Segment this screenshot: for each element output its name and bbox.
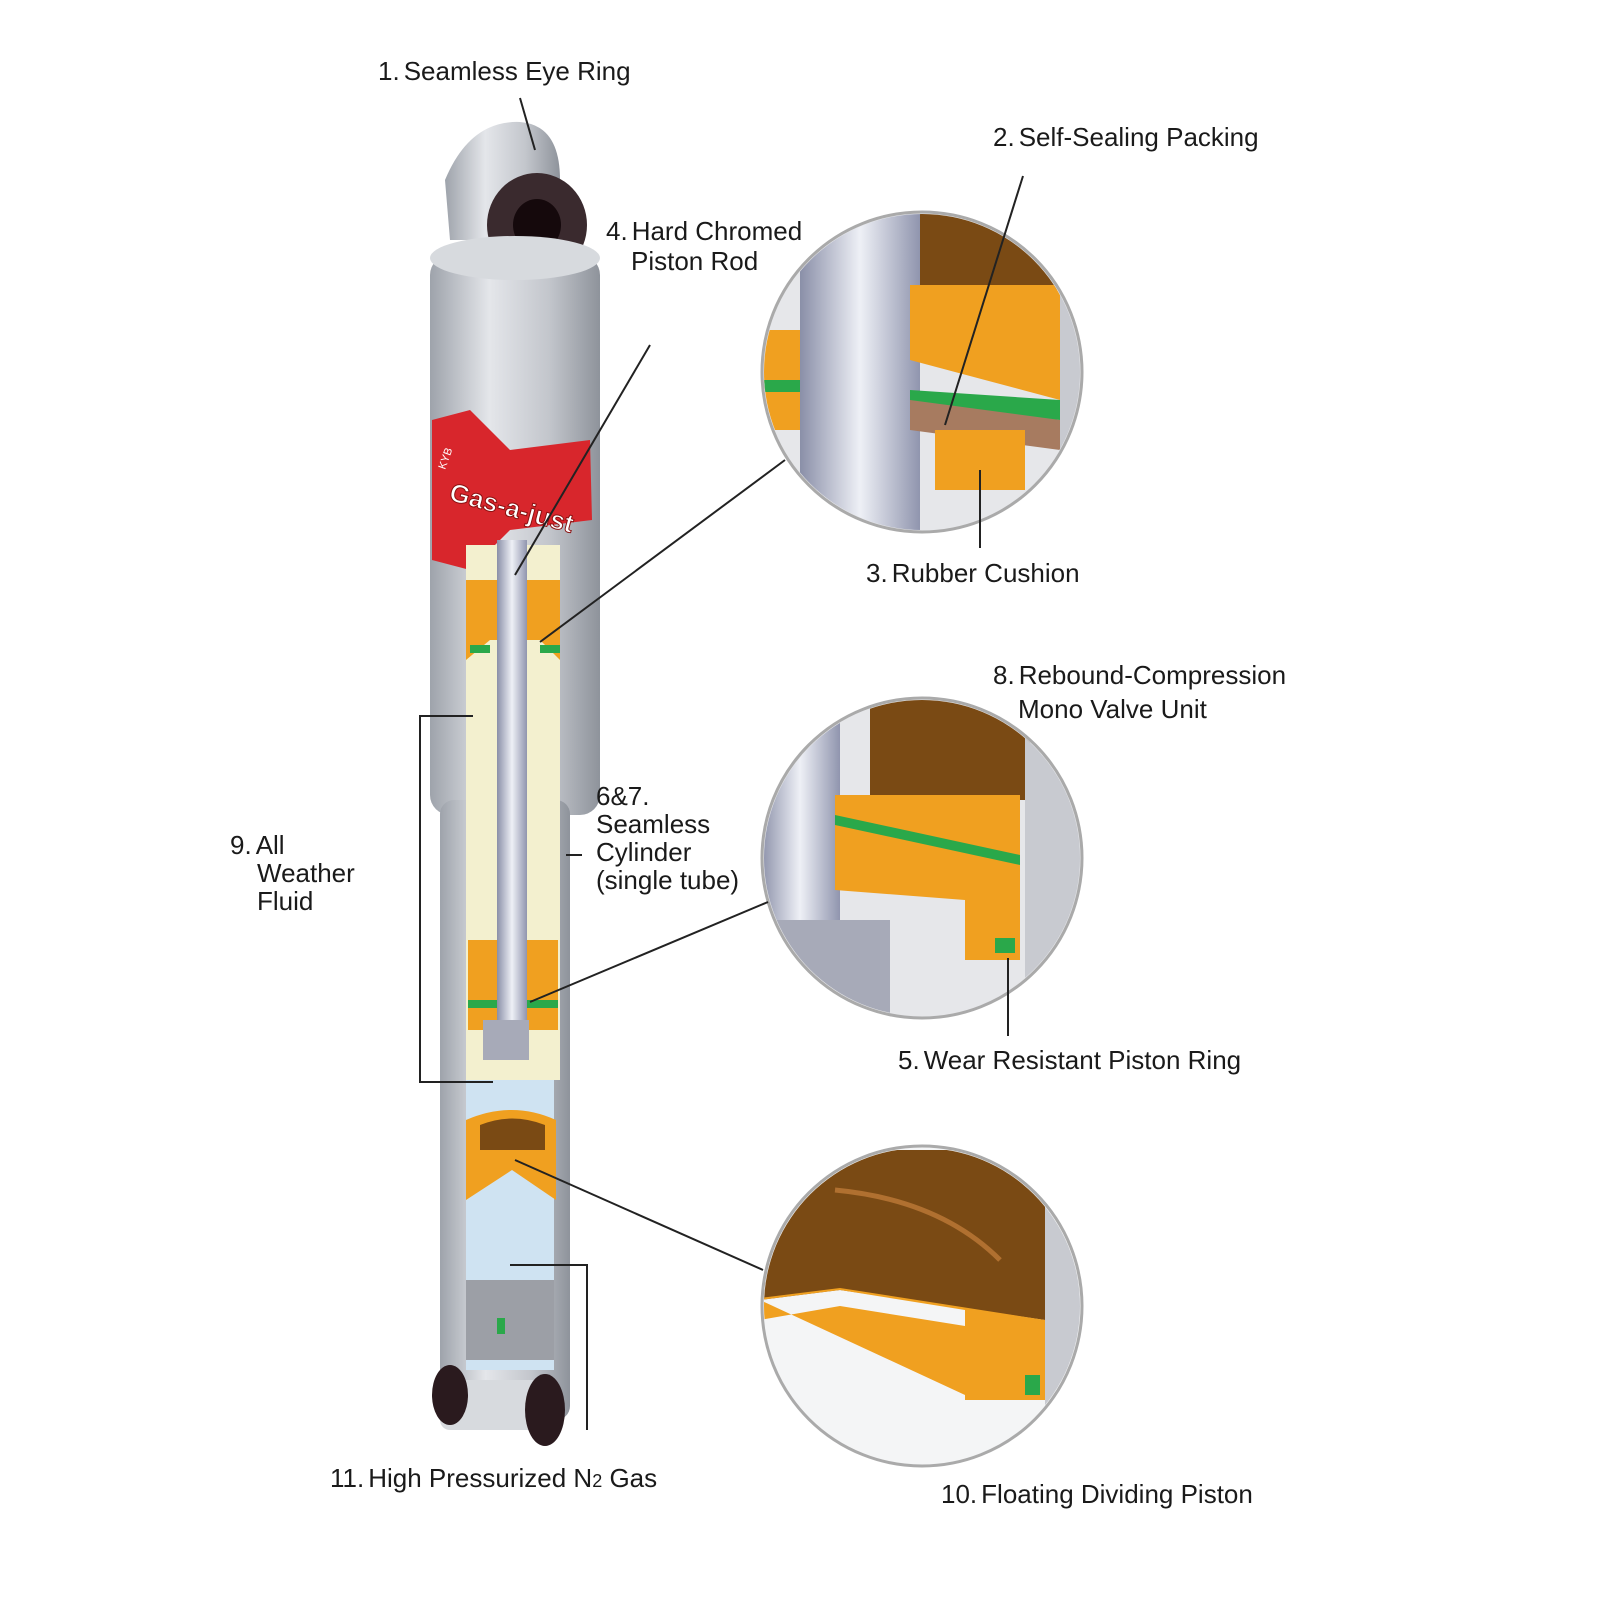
label-text: Fluid: [257, 886, 314, 916]
label-text: Weather: [257, 858, 355, 888]
label-number: 11.: [330, 1463, 365, 1493]
label-self-sealing-packing: 2.Self-Sealing Packing: [993, 122, 1259, 152]
label-text: Piston Rod: [631, 246, 759, 276]
label-text: Hard Chromed: [631, 216, 803, 246]
label-text: Floating Dividing Piston: [981, 1479, 1253, 1509]
piston-rod: [497, 540, 527, 1030]
label-number: 1.: [378, 56, 400, 86]
label-number: 9.: [230, 830, 252, 860]
label-text: Seamless Eye Ring: [403, 56, 631, 86]
label-text: High Pressurized N: [368, 1463, 593, 1493]
label-number: 2.: [993, 122, 1015, 152]
label-rubber-cushion: 3.Rubber Cushion: [866, 558, 1080, 588]
label-seamless-eye-ring: 1.Seamless Eye Ring: [378, 56, 631, 86]
detail-circle-middle: [760, 696, 1084, 1020]
label-number: 3.: [866, 558, 888, 588]
label-floating-dividing-piston: 10.Floating Dividing Piston: [941, 1479, 1253, 1509]
label-number: 6&7.: [596, 781, 650, 811]
gas-a-just-badge: KYB Gas-a-just: [432, 410, 592, 570]
label-number: 5.: [898, 1045, 920, 1075]
label-high-pressurized-gas: 11.High Pressurized N2 Gas: [330, 1463, 657, 1496]
label-text: Rebound-Compression: [1018, 660, 1287, 690]
label-text: Gas: [602, 1463, 658, 1493]
label-text: Wear Resistant Piston Ring: [923, 1045, 1242, 1075]
label-wear-resistant-piston-ring: 5.Wear Resistant Piston Ring: [898, 1045, 1241, 1075]
label-text: Mono Valve Unit: [1018, 694, 1207, 724]
detail-circle-top: [760, 210, 1084, 534]
label-text: All: [255, 830, 285, 860]
label-text: Self-Sealing Packing: [1018, 122, 1259, 152]
label-text: Seamless: [596, 809, 711, 839]
leader-lines: [419, 97, 1024, 1430]
detail-circle-bottom: [760, 1144, 1084, 1468]
label-number: 4.: [606, 216, 628, 246]
label-number: 8.: [993, 660, 1015, 690]
label-number: 10.: [941, 1479, 978, 1509]
label-subscript: 2: [592, 1471, 603, 1491]
label-text: (single tube): [596, 865, 740, 895]
label-text: Cylinder: [596, 837, 692, 867]
label-text: Rubber Cushion: [891, 558, 1080, 588]
